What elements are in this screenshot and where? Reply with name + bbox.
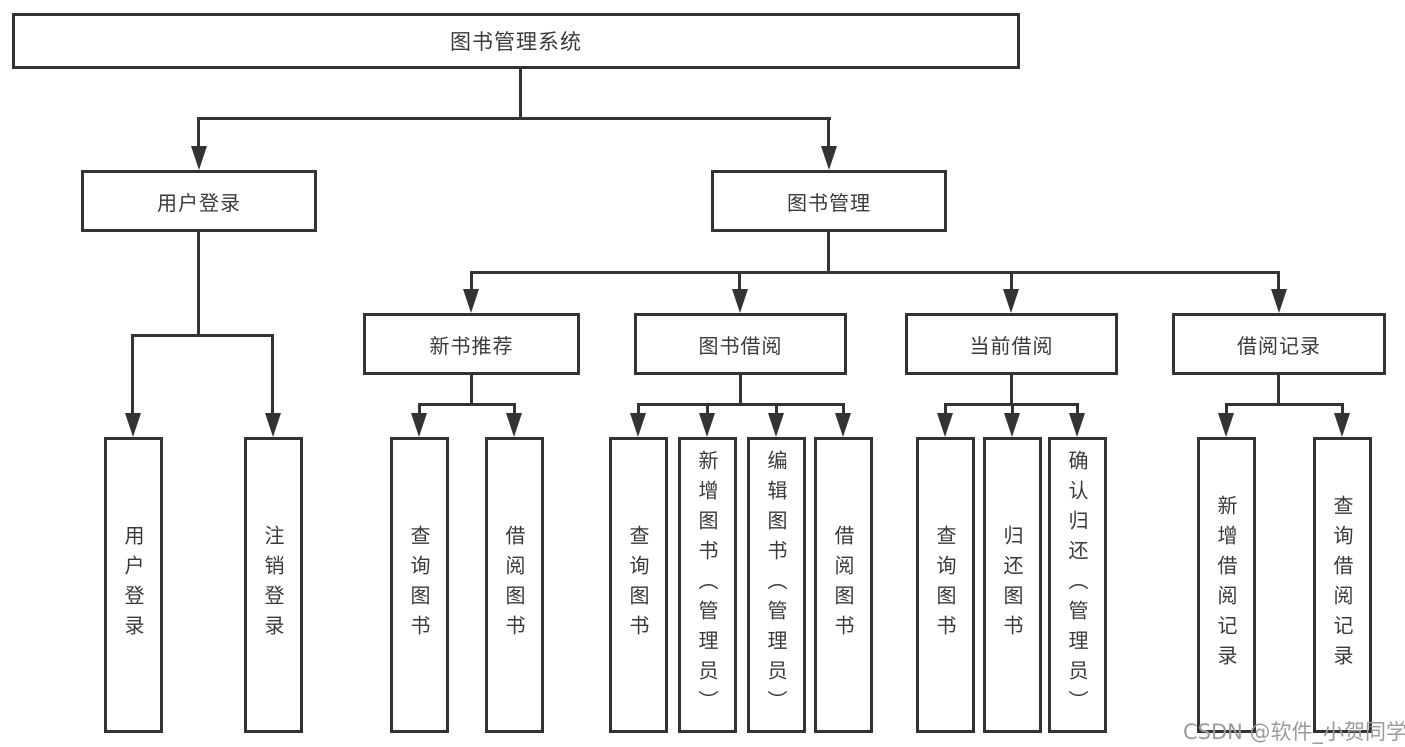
connector-vline (197, 117, 200, 151)
arrow-down-icon (1218, 413, 1234, 437)
leaf-user-login: 用户登录 (104, 437, 163, 733)
leaf-borrow-books-recommend: 借阅图书 (485, 437, 544, 733)
arrow-down-icon (125, 413, 141, 437)
connector-vline (739, 375, 742, 406)
arrow-down-icon (1069, 413, 1085, 437)
arrow-down-icon (1003, 289, 1019, 313)
arrow-down-icon (1271, 289, 1287, 313)
connector-vline (738, 271, 741, 293)
connector-vline (519, 69, 522, 119)
leaf-add-book-admin: 新增图书（管理员） (678, 437, 737, 733)
connector-vline (827, 232, 830, 274)
node-book-borrowing: 图书借阅 (634, 313, 847, 375)
arrow-down-icon (630, 413, 646, 437)
arrow-down-icon (937, 413, 953, 437)
connector-vline (637, 403, 640, 417)
connector-vline (131, 334, 134, 417)
connector-vline (470, 375, 473, 406)
arrow-down-icon (265, 413, 281, 437)
leaf-logout-login: 注销登录 (244, 437, 303, 733)
connector-hline (637, 403, 845, 406)
connector-hline (1225, 403, 1344, 406)
connector-vline (271, 334, 274, 417)
arrow-down-icon (1004, 413, 1020, 437)
leaf-confirm-return-admin: 确认归还（管理员） (1048, 437, 1107, 733)
arrow-down-icon (835, 413, 851, 437)
arrow-down-icon (699, 413, 715, 437)
connector-vline (1225, 403, 1228, 417)
arrow-down-icon (191, 146, 207, 170)
connector-vline (418, 403, 421, 417)
connector-vline (1277, 271, 1280, 293)
node-user-login: 用户登录 (81, 170, 317, 232)
arrow-down-icon (506, 413, 522, 437)
connector-vline (197, 232, 200, 337)
csdn-watermark: CSDN @软件_小贺同学 (1183, 720, 1405, 744)
connector-vline (775, 403, 778, 417)
connector-vline (470, 271, 473, 293)
connector-vline (706, 403, 709, 417)
leaf-return-books: 归还图书 (983, 437, 1042, 733)
leaf-borrow-books-borrowing: 借阅图书 (814, 437, 873, 733)
connector-hline (418, 403, 516, 406)
node-library-system: 图书管理系统 (12, 13, 1020, 69)
connector-hline (470, 271, 1280, 274)
arrow-down-icon (1334, 413, 1350, 437)
leaf-query-books-borrowing: 查询图书 (609, 437, 668, 733)
connector-vline (1277, 375, 1280, 406)
connector-vline (1076, 403, 1079, 417)
leaf-add-borrow-record: 新增借阅记录 (1197, 437, 1256, 733)
connector-vline (827, 117, 830, 151)
arrow-down-icon (411, 413, 427, 437)
arrow-down-icon (732, 289, 748, 313)
leaf-query-books-recommend: 查询图书 (390, 437, 449, 733)
connector-hline (197, 117, 831, 120)
node-new-book-recommendation: 新书推荐 (363, 313, 580, 375)
connector-vline (1010, 375, 1013, 406)
connector-vline (1341, 403, 1344, 417)
leaf-query-books-current: 查询图书 (916, 437, 975, 733)
node-current-borrowing: 当前借阅 (905, 313, 1118, 375)
node-borrowing-records: 借阅记录 (1172, 313, 1386, 375)
arrow-down-icon (821, 146, 837, 170)
arrow-down-icon (768, 413, 784, 437)
node-book-management: 图书管理 (711, 170, 947, 232)
leaf-edit-book-admin: 编辑图书（管理员） (747, 437, 806, 733)
connector-hline (131, 334, 274, 337)
connector-vline (944, 403, 947, 417)
connector-vline (842, 403, 845, 417)
connector-vline (1011, 403, 1014, 417)
arrow-down-icon (463, 289, 479, 313)
leaf-query-borrow-record: 查询借阅记录 (1313, 437, 1372, 733)
connector-vline (1010, 271, 1013, 293)
connector-vline (513, 403, 516, 417)
